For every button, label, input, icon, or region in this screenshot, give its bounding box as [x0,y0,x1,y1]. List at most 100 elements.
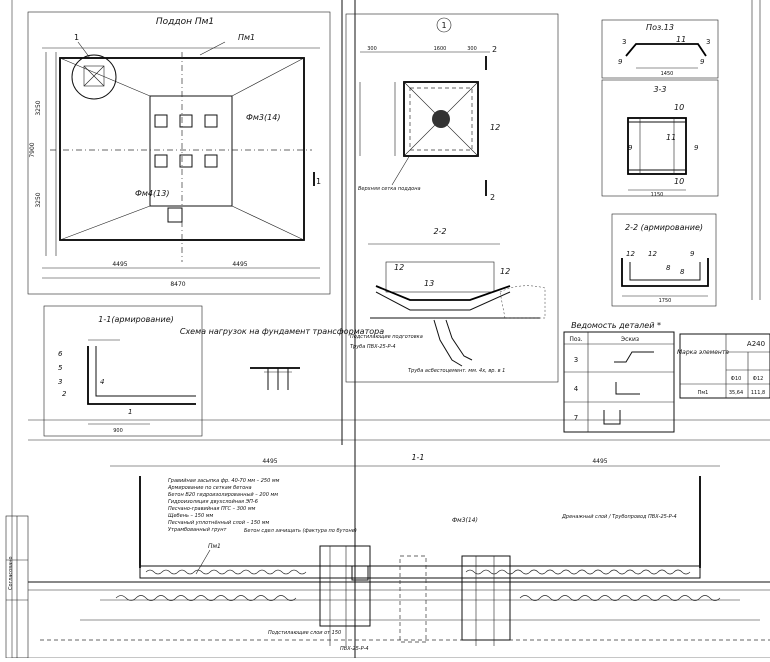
section22-title: 2-2 [433,227,446,236]
section33-label-11: 11 [666,133,676,142]
section33-dim: 1150 [651,192,664,198]
layer-5: Песчано-гравийная ПГС – 300 мм [168,506,256,512]
section11r-label-2: 2 [62,390,67,398]
pallet-dim-bottom-left: 4495 [112,261,127,268]
pos13-label-3a: 3 [622,38,626,46]
section22r-label-8b: 8 [680,268,685,276]
parts-col-pos: Поз. [569,336,582,343]
layer-4: Гидроизоляция двухслойная ЭП-6 [168,499,258,505]
pos13-detail: Поз.13 11 3 3 9 9 1450 [601,19,719,79]
layer-list: Гравийная засыпка фр. 40-70 мм – 250 мм … [167,478,280,533]
mark-table-sub-10: Ф10 [731,376,742,382]
detail1-callout-2: 2 [492,45,497,54]
section11r-label-5: 5 [58,364,63,372]
section11-dim-left: 4495 [262,458,277,465]
parts-row-3: 3 [574,356,578,364]
pos13-label-11: 11 [676,35,686,44]
pallet-label-fm4: Фм4(13) [135,189,169,198]
section22r-label-12a: 12 [626,250,635,258]
section11-title: 1-1 [411,453,424,462]
section33-title: 3-3 [653,85,666,94]
detail1-dim-1: 300 [367,46,377,52]
parts-table-title: Ведомость деталей * [571,321,661,330]
pallet-dim-total: 8470 [170,281,185,288]
pos13-label-9a: 9 [618,58,623,66]
section33-label-10b: 10 [674,177,684,186]
section33-label-10a: 10 [674,103,684,112]
section33-label-9a: 9 [628,144,633,152]
pos13-dim: 1450 [661,71,674,77]
pallet-cut-mark: 1 [316,177,321,186]
section22-label-12b: 12 [500,267,510,276]
section11-label-bottom: Подстилающие слои от 150 [268,630,341,636]
section11r-label-3: 3 [58,378,62,386]
load-scheme: Схема нагрузок на фундамент трансформато… [180,327,384,390]
detail1-dim-2: 1600 [434,46,447,52]
mark-table-head-a240: А240 [747,340,765,348]
section11r-title: 1-1(армирование) [98,315,173,324]
section11-label-beton: Бетон сдел зачищать (фактура по бутоне) [244,528,357,534]
pallet-plan: Поддон Пм1 Пм1 4495 4495 8470 3250 3250 … [27,11,331,295]
stamp-column: Согласовано [5,515,29,659]
section11r-dim: 900 [113,428,123,434]
layer-3: Бетон В20 гидроизолированный – 200 мм [168,492,278,498]
section33-label-9b: 9 [694,144,699,152]
section22-label-13: 13 [424,279,434,288]
mark-table-head-mark: Марка элемента [677,349,729,356]
parts-row-7: 7 [574,414,578,422]
detail1-dim-3: 300 [467,46,477,52]
layer-6: Щебень – 150 мм [168,513,214,519]
pallet-plan-mark: Пм1 [238,33,255,42]
layer-7: Песчаный уплотнённый слой – 150 мм [168,520,270,526]
pallet-callout-num: 1 [74,33,79,42]
section22-label-12a: 12 [394,263,404,272]
detail1-callout-12: 12 [490,123,500,132]
detail1-num: 1 [441,21,446,30]
pos13-title: Поз.13 [646,23,674,32]
detail-1: 1 300 1600 300 2 12 Верхняя сетка поддон… [345,13,559,383]
section22r-label-8a: 8 [666,264,671,272]
pallet-dim-left-top: 3250 [35,100,42,115]
section11-dim-right: 4495 [592,458,607,465]
section-1-1-rebar: 1-1(армирование) 6 5 4 3 2 1 900 [43,305,203,437]
gravel-pattern [145,569,691,575]
pallet-plan-title: Поддон Пм1 [156,17,214,27]
section22r-label-12b: 12 [648,250,657,258]
pallet-label-fm3: Фм3(14) [246,113,280,122]
stamp-label: Согласовано [8,556,14,590]
section-3-3: 3-3 10 11 9 9 10 1150 [601,79,719,198]
mark-table-sub-12: Ф12 [753,376,764,382]
section22-note-1: Подстилающие подготовка [350,334,423,340]
pallet-dim-bottom-right: 4495 [232,261,247,268]
section22-note-bottom: Труба асбестоцемент. мм. 4x, вр. в 1 [408,368,505,374]
section11-label-fm: Фм3(14) [452,517,478,524]
section-2-2: 2-2 12 13 12 Подстилающие подготовка Тру… [350,227,546,374]
section-2-2-rebar: 2-2 (армирование) 12 12 8 8 9 1750 [611,213,717,307]
section22r-dim: 1750 [659,298,672,304]
mark-table-row-mark: Пм1 [698,390,709,396]
pallet-dim-side: 7900 [29,142,36,157]
layer-8: Утрамбованный грунт [168,527,227,533]
section-1-1: 1-1 4495 4495 Гравийная засыпка фр. 40-7… [28,453,770,652]
pallet-dim-left-bottom: 3250 [35,192,42,207]
mark-table-val-2: 111,8 [751,390,765,396]
layer-1: Гравийная засыпка фр. 40-70 мм – 250 мм [168,478,280,484]
section22r-label-9: 9 [690,250,695,258]
section11-label-drain: Дренажный слой / Трубопровод ПВХ-25-Р-4 [561,514,677,520]
section22r-title: 2-2 (армирование) [625,223,703,232]
section11-label-pm: Пм1 [208,543,221,550]
parts-col-sketch: Эскиз [621,336,639,343]
load-scheme-title: Схема нагрузок на фундамент трансформато… [180,327,384,336]
mark-table-val-1: 35,64 [729,390,743,396]
section22-note-2: Труба ПВХ-25-Р-4 [350,344,396,350]
layer-2: Армирование по сеткам бетона [167,485,252,491]
section11-label-pipe: ПВХ-25-Р-4 [340,646,369,652]
pos13-label-9b: 9 [700,58,705,66]
section11r-label-1: 1 [128,408,132,416]
parts-table: Ведомость деталей * Поз. Эскиз 3 4 7 [563,321,675,433]
section11r-label-6: 6 [58,350,63,358]
parts-row-4: 4 [574,385,579,393]
detail1-note: Верхняя сетка поддона [358,186,421,192]
